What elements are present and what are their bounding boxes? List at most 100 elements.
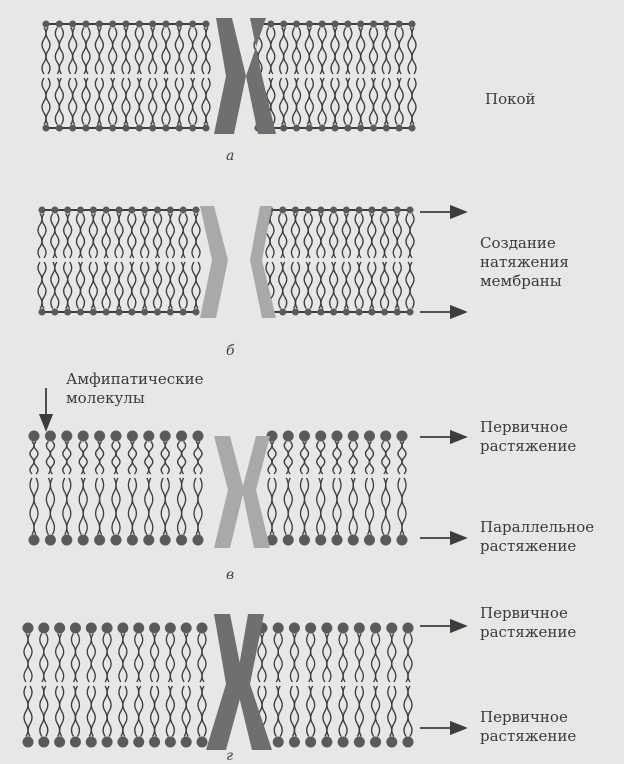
lipid-tail	[309, 78, 313, 125]
lipid-head	[409, 21, 416, 28]
lipid-tail	[368, 214, 372, 259]
lipid-tail	[374, 28, 378, 75]
lipid-tail	[348, 78, 352, 125]
lipid-tail	[343, 634, 347, 683]
lipid-tail	[311, 634, 315, 683]
lipid-tail	[393, 214, 397, 259]
lipid-tail	[132, 478, 136, 535]
lipid-tail	[149, 478, 153, 535]
lipid-tail	[51, 262, 55, 309]
lipid-tail	[279, 262, 283, 309]
lipid-head	[83, 125, 90, 132]
lipid-tail	[318, 28, 322, 75]
lipid-tail	[103, 634, 107, 683]
lipid-head	[61, 535, 72, 546]
lipid-tail	[55, 262, 59, 309]
lipid-tail	[307, 686, 311, 737]
lipid-tail	[119, 634, 123, 683]
lipid-tail	[359, 214, 363, 259]
lipid-head	[38, 737, 49, 748]
lipid-tail	[151, 634, 155, 683]
lipid-head	[370, 21, 377, 28]
lipid-tail	[135, 78, 139, 125]
lipid-tail	[87, 686, 91, 737]
lipid-tail	[392, 686, 396, 737]
lipid-tail	[408, 78, 412, 125]
lipid-tail	[28, 686, 32, 737]
lipid-head	[180, 207, 187, 214]
lipid-tail	[196, 262, 200, 309]
lipid-head	[77, 309, 84, 316]
lipid-head	[386, 623, 397, 634]
lipid-tail	[141, 214, 145, 259]
lipid-tail	[99, 28, 103, 75]
lipid-head	[167, 207, 174, 214]
lipid-tail	[295, 262, 299, 309]
lipid-head	[380, 431, 391, 442]
lipid-tail	[115, 262, 119, 309]
lipid-tail	[64, 214, 68, 259]
lipid-tail	[170, 634, 174, 683]
lipid-tail	[359, 634, 363, 683]
lipid-tail	[192, 262, 196, 309]
lipid-tail	[126, 78, 130, 125]
lipid-tail	[288, 442, 292, 475]
label-primary-stretch-g1: Первичное растяжение	[480, 604, 600, 642]
lipid-head	[299, 535, 310, 546]
lipid-head	[165, 623, 176, 634]
lipid-tail	[304, 214, 308, 259]
lipid-tail	[278, 686, 282, 737]
lipid-tail	[56, 686, 60, 737]
lipid-tail	[135, 28, 139, 75]
lipid-head	[70, 623, 81, 634]
lipid-tail	[179, 262, 183, 309]
lipid-tail	[355, 634, 359, 683]
lipid-head	[90, 309, 97, 316]
lipid-head	[103, 207, 110, 214]
lipid-tail	[115, 214, 119, 259]
lipid-tail	[79, 478, 83, 535]
lipid-tail	[357, 78, 361, 125]
lipid-tail	[399, 78, 403, 125]
lipid-tail	[283, 262, 287, 309]
lipid-tail	[278, 634, 282, 683]
lipid-head	[292, 207, 299, 214]
lipid-head	[292, 309, 299, 316]
channel-left-a	[214, 18, 246, 134]
lipid-head	[39, 309, 46, 316]
lipid-tail	[361, 78, 365, 125]
lipid-tail	[122, 78, 126, 125]
lipid-head	[90, 207, 97, 214]
lipid-head	[176, 431, 187, 442]
lipid-tail	[122, 28, 126, 75]
lipid-head	[149, 737, 160, 748]
lipid-tail	[51, 214, 55, 259]
lipid-head	[133, 623, 144, 634]
lipid-tail	[38, 262, 42, 309]
lipid-head	[397, 535, 408, 546]
lipid-tail	[183, 262, 187, 309]
lipid-tail	[402, 442, 406, 475]
lipid-head	[94, 535, 105, 546]
lipid-tail	[107, 686, 111, 737]
lipid-tail	[372, 262, 376, 309]
lipid-tail	[24, 686, 28, 737]
lipid-tail	[93, 214, 97, 259]
lipid-head	[163, 125, 170, 132]
lipid-tail	[295, 214, 299, 259]
lipid-head	[370, 737, 381, 748]
lipid-tail	[397, 214, 401, 259]
lipid-tail	[175, 28, 179, 75]
lipid-tail	[305, 478, 309, 535]
lipid-head	[167, 309, 174, 316]
lipid-tail	[279, 214, 283, 259]
lipid-head	[193, 431, 204, 442]
lipid-tail	[301, 478, 305, 535]
lipid-tail	[40, 634, 44, 683]
lipid-head	[396, 125, 403, 132]
lipid-tail	[337, 442, 341, 475]
lipid-tail	[194, 478, 198, 535]
lipid-head	[160, 431, 171, 442]
lipid-tail	[385, 262, 389, 309]
lipid-tail	[346, 262, 350, 309]
